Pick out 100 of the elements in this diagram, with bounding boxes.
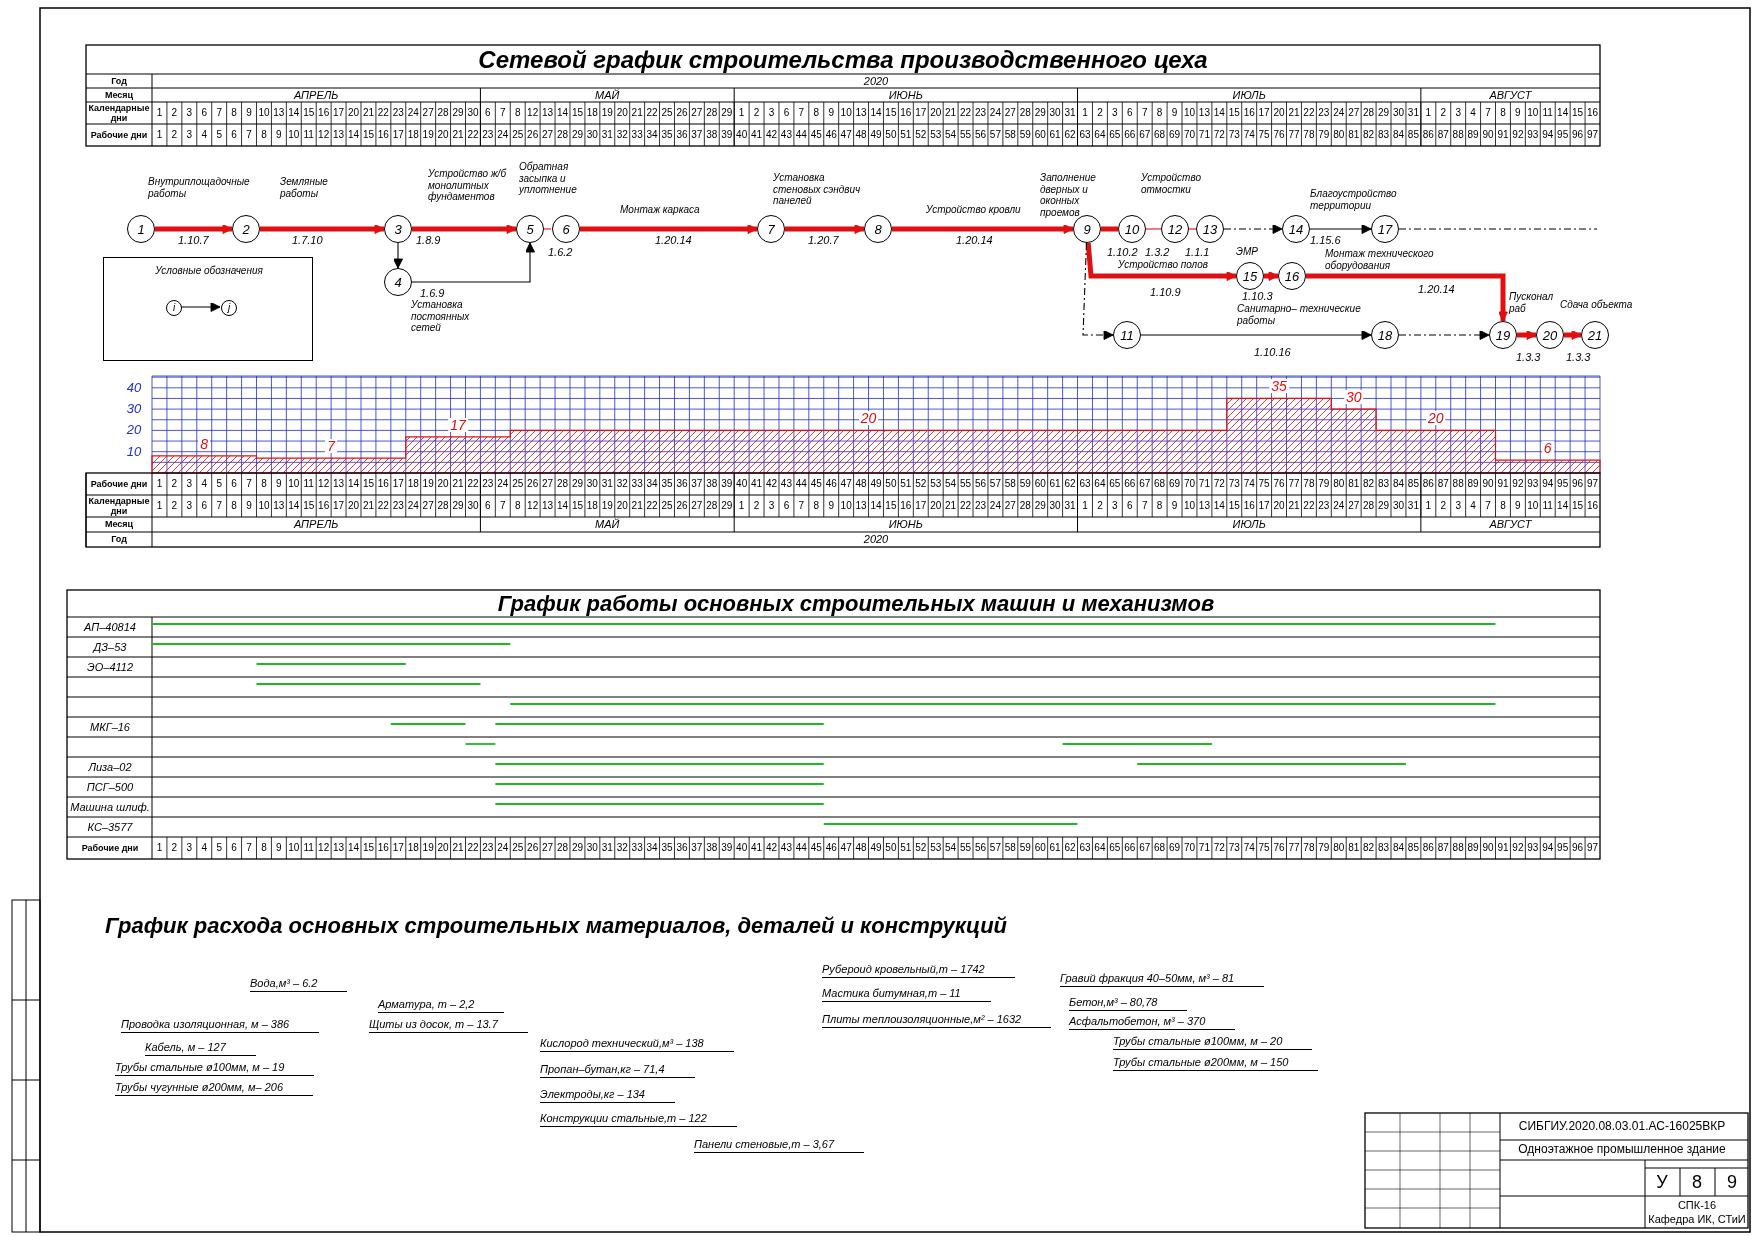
day-number: 10 [840,107,852,119]
day-number: 30 [467,500,479,512]
day-number: 2 [1440,107,1447,119]
day-number: 92 [1512,129,1524,141]
day-number: 6 [783,107,790,119]
day-number: 21 [452,478,464,490]
material-entry: Конструкции стальные,т – 122 [540,1112,737,1127]
day-number: 10 [258,107,270,119]
day-number: 28 [556,842,569,854]
activity-name: Сдача объекта [1560,299,1634,311]
event-circle: 21 [1581,321,1609,349]
event-circle: 16 [1278,262,1306,290]
edge-label: 1.7.10 [292,234,323,247]
day-number: 7 [1485,107,1491,119]
day-number: 64 [1094,842,1106,854]
day-number: 14 [556,107,569,119]
day-number: 57 [989,129,1001,141]
event-circle: 2 [232,215,260,243]
day-number: 6 [231,842,237,854]
day-number: 20 [616,107,628,119]
day-number: 10 [840,500,852,512]
day-number: 3 [186,842,193,854]
day-number: 62 [1064,129,1076,141]
day-number: 55 [960,129,972,141]
day-number: 33 [631,478,643,490]
material-entry: Плиты теплоизоляционные,м² – 1632 [822,1013,1052,1028]
day-number: 91 [1497,129,1509,141]
day-number: 89 [1467,478,1479,490]
day-number: 4 [1470,107,1476,119]
department-name: Кафедра ИК, СТиИ [1648,1212,1746,1226]
day-number: 16 [900,107,912,119]
day-number: 17 [1258,107,1270,119]
day-number: 58 [1004,478,1016,490]
day-number: 10 [288,478,300,490]
day-number: 78 [1303,478,1315,490]
activity-name: Установка постоянных сетей [411,299,471,334]
activity-name: Земляные работы [280,176,329,199]
day-number: 2 [753,500,760,512]
day-number: 24 [407,500,419,512]
day-number: 18 [407,478,419,490]
day-number: 91 [1497,478,1509,490]
day-number: 57 [989,842,1001,854]
day-number: 83 [1377,842,1390,854]
day-number: 54 [945,842,957,854]
day-number: 16 [1243,107,1255,119]
event-circle: 3 [384,215,412,243]
month-name: АПРЕЛЬ [294,517,339,531]
day-number: 8 [514,500,521,512]
arrow [260,224,385,234]
day-number: 7 [798,107,805,119]
day-number: 29 [452,500,464,512]
day-number: 84 [1392,129,1405,141]
day-number: 10 [1183,500,1196,512]
day-number: 60 [1034,129,1046,141]
day-number: 87 [1437,129,1449,141]
machine-name: Лиза–02 [88,760,132,774]
day-number: 82 [1363,129,1375,141]
day-number: 81 [1348,129,1360,141]
day-number: 7 [798,500,805,512]
day-number: 97 [1586,842,1599,854]
day-number: 19 [601,500,613,512]
day-number: 15 [362,478,374,490]
day-number: 14 [870,500,882,512]
day-number: 49 [870,842,882,854]
arrow [785,224,865,234]
day-number: 20 [616,500,628,512]
day-number: 88 [1452,478,1464,490]
day-number: 59 [1019,478,1031,490]
edge-label: 1.8.9 [416,234,441,247]
day-number: 35 [661,129,673,141]
day-number: 14 [288,107,300,119]
day-number: 74 [1243,129,1255,141]
material-entry: Асфальтобетон, м³ – 370 [1069,1015,1236,1030]
event-circle: 11 [1113,321,1141,349]
day-number: 16 [377,129,389,141]
day-number: 22 [960,107,972,119]
arrow [412,224,517,234]
event-circle: 17 [1371,215,1399,243]
material-entry: Проводка изоляционная, м – 386 [121,1018,320,1033]
arrow [1306,273,1508,322]
day-number: 75 [1258,129,1270,141]
day-number: 20 [347,107,360,119]
edge-label: 1.20.14 [1418,283,1455,296]
day-number: 38 [706,842,718,854]
day-number: 11 [1542,107,1553,119]
day-number: 31 [601,129,613,141]
day-number: 30 [467,107,479,119]
day-number: 32 [616,842,628,854]
day-number: 25 [661,107,673,119]
activity-name: Санитарно– технические работы [1237,303,1362,326]
edge-label: 1.6.9 [420,287,445,300]
day-number: 6 [1127,107,1133,119]
event-circle: 1 [127,215,155,243]
day-number: 6 [201,500,207,512]
day-number: 35 [661,842,673,854]
day-number: 11 [303,842,314,854]
day-number: 34 [646,842,658,854]
day-number: 63 [1079,478,1091,490]
day-number: 1 [1082,107,1088,119]
arrow [1082,242,1114,340]
